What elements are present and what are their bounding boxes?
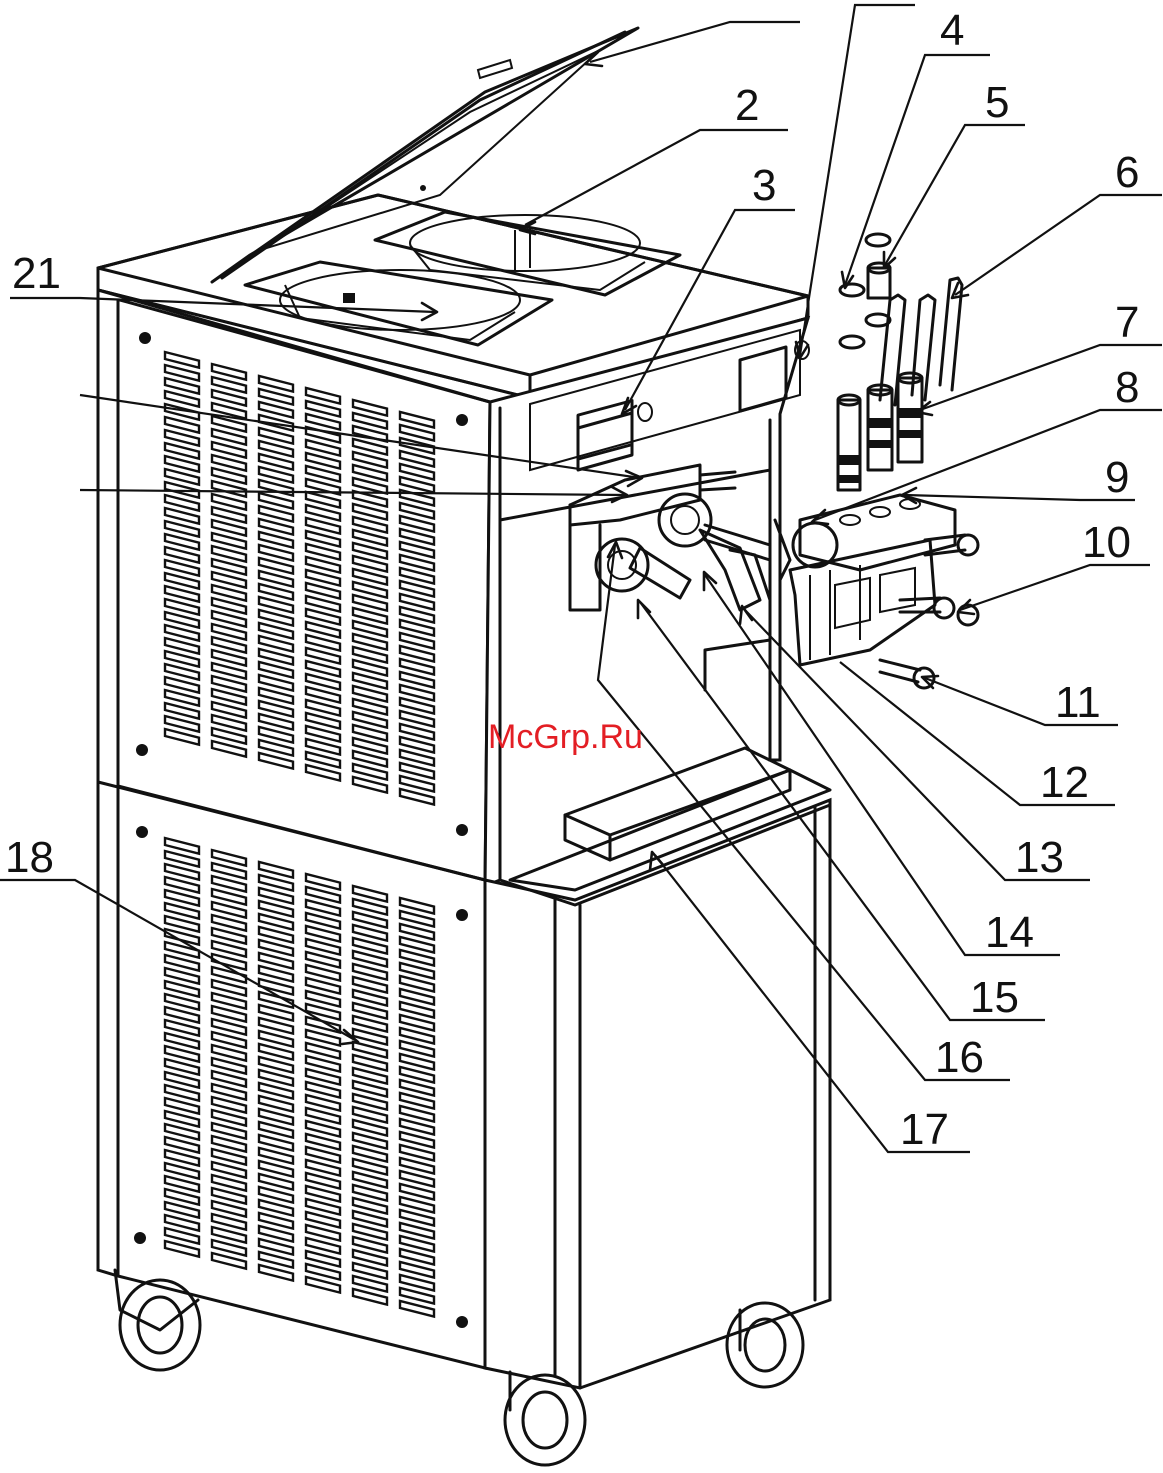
label-13: 13 [1015, 833, 1064, 882]
label-16: 16 [935, 1033, 984, 1082]
watermark: McGrp.Ru [488, 718, 643, 756]
label-2: 2 [735, 81, 759, 130]
label-14: 14 [985, 908, 1034, 957]
label-3: 3 [752, 161, 776, 210]
label-18: 18 [5, 833, 54, 882]
label-4: 4 [940, 6, 964, 55]
label-11: 11 [1055, 678, 1101, 727]
label-6: 6 [1115, 148, 1139, 197]
label-7: 7 [1115, 298, 1139, 347]
label-17: 17 [900, 1105, 949, 1154]
label-8: 8 [1115, 363, 1139, 412]
label-21: 21 [12, 249, 61, 298]
label-10: 10 [1082, 518, 1131, 567]
label-15: 15 [970, 973, 1019, 1022]
label-5: 5 [985, 78, 1009, 127]
label-12: 12 [1040, 758, 1089, 807]
label-9: 9 [1105, 453, 1129, 502]
